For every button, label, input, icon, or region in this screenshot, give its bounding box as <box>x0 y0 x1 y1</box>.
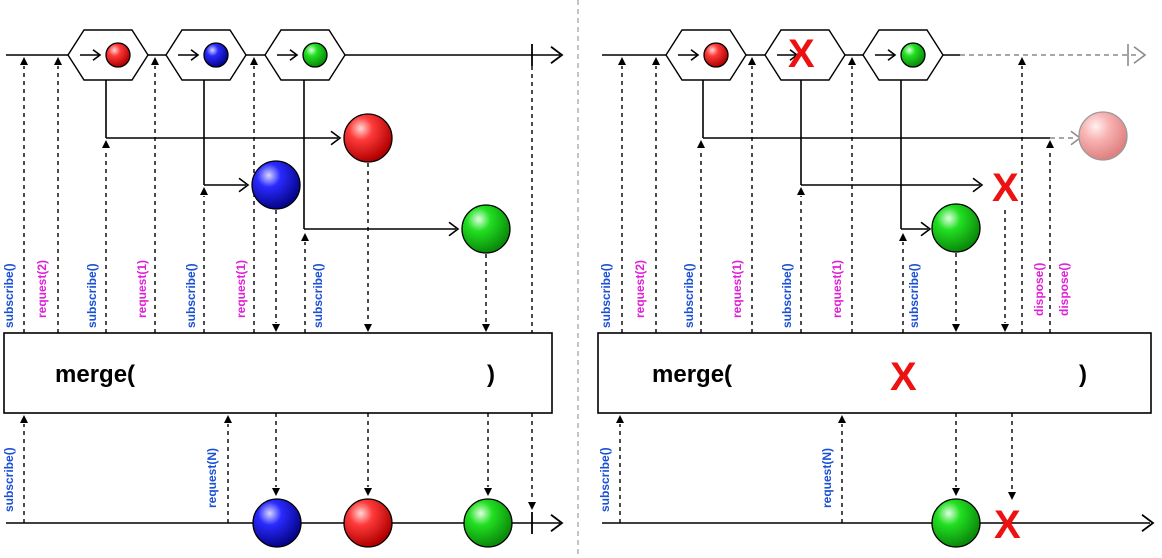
right-branch-green-arrow <box>920 221 932 237</box>
right-top-stream-red-arrow <box>690 49 700 61</box>
left-top-request-3-arrow <box>250 57 258 65</box>
right-merge-box <box>597 332 1152 414</box>
right-top-label-3: subscribe() <box>682 263 696 328</box>
right-top-label-6: request(1) <box>830 260 844 318</box>
left-top-label-5: subscribe() <box>184 263 198 328</box>
right-merge-close: ) <box>1079 361 1087 388</box>
right-top-label-1: subscribe() <box>599 263 613 328</box>
left-merge-box <box>3 332 553 414</box>
left-bottom-subscribe-arrow <box>20 415 28 423</box>
left-branch-request-blue-arrow <box>200 187 208 195</box>
right-top-label-2: request(2) <box>633 260 647 318</box>
right-merge-error-mark: X <box>890 355 917 399</box>
left-branch-red-arrow <box>330 130 342 146</box>
right-out-emit-error-arrow <box>1008 492 1016 500</box>
left-output-timeline-arrow <box>550 514 564 532</box>
right-merge-label: merge( <box>652 361 732 388</box>
left-merge-close: ) <box>487 361 495 388</box>
right-top-label-9: dispose() <box>1057 263 1071 316</box>
left-branch-request-red-arrow <box>102 140 110 148</box>
left-top-label-2: request(2) <box>35 260 49 318</box>
left-bottom-request-arrow <box>224 415 232 423</box>
left-bottom-label-1: subscribe() <box>2 447 16 512</box>
right-bottom-subscribe-arrow <box>616 415 624 423</box>
right-bottom-request-arrow <box>838 415 846 423</box>
right-top-stream-green-marble <box>900 42 926 68</box>
left-top-request-0-arrow <box>20 57 28 65</box>
left-top-request-2-arrow <box>151 57 159 65</box>
left-top-label-4: request(1) <box>135 260 149 318</box>
left-output-green-marble <box>463 498 513 548</box>
right-emit-green-arrow <box>952 324 960 332</box>
left-top-stream-blue-marble <box>203 42 229 68</box>
right-top-stream-error-hexagon <box>764 29 846 81</box>
left-out-emit-complete-arrow <box>528 502 536 510</box>
left-branch-blue-arrow <box>238 177 250 193</box>
right-output-timeline-arrow <box>1141 514 1155 532</box>
left-output-blue-marble <box>252 498 302 548</box>
right-top-stream-error-arrow <box>789 49 799 61</box>
left-emit-red-arrow <box>364 324 372 332</box>
right-bottom-label-1: subscribe() <box>598 447 612 512</box>
right-top-request-2-arrow <box>748 57 756 65</box>
left-top-label-1: subscribe() <box>2 263 16 328</box>
right-emit-error-arrow <box>1001 324 1009 332</box>
right-output-error-mark: X <box>994 503 1021 547</box>
right-top-label-4: request(1) <box>730 260 744 318</box>
left-top-stream-blue-arrow <box>190 49 200 61</box>
left-top-stream-red-arrow <box>92 49 102 61</box>
left-source-timeline-arrow <box>550 46 564 64</box>
right-top-stream-green-arrow <box>887 49 897 61</box>
right-mid-error-mark: X <box>992 166 1019 210</box>
left-branch-request-green-arrow <box>301 233 309 241</box>
right-top-error-mark: X <box>788 32 815 76</box>
left-out-emit-green-arrow <box>484 488 492 496</box>
right-branch-green-marble <box>931 203 981 253</box>
right-branch-red-faded-marble <box>1078 111 1128 161</box>
right-dispose-branch-arrow <box>1046 140 1054 148</box>
right-top-request-0-arrow <box>618 57 626 65</box>
right-bottom-label-2: request(N) <box>820 448 834 508</box>
right-top-label-5: subscribe() <box>780 263 794 328</box>
left-bottom-label-2: request(N) <box>205 448 219 508</box>
left-top-label-7: subscribe() <box>311 263 325 328</box>
diagram-static-layer <box>6 29 1155 548</box>
left-out-emit-red-arrow <box>364 488 372 496</box>
left-branch-red-marble <box>343 113 393 163</box>
right-out-emit-green-arrow <box>952 488 960 496</box>
right-top-stream-red-marble <box>703 42 729 68</box>
left-output-red-marble <box>343 498 393 548</box>
right-top-label-8: dispose() <box>1032 263 1046 316</box>
left-branch-blue-marble <box>251 160 301 210</box>
right-branch-error-arrow <box>972 177 984 193</box>
left-merge-label: merge( <box>55 361 135 388</box>
right-top-request-3-arrow <box>848 57 856 65</box>
left-branch-green-arrow <box>448 221 460 237</box>
left-top-stream-green-arrow <box>289 49 299 61</box>
left-top-stream-red-marble <box>105 42 131 68</box>
right-top-request-1-arrow <box>652 57 660 65</box>
left-emit-green-arrow <box>482 324 490 332</box>
right-output-green-marble <box>931 498 981 548</box>
left-emit-blue-arrow <box>272 324 280 332</box>
left-top-label-3: subscribe() <box>85 263 99 328</box>
right-branch-request-error-arrow <box>797 187 805 195</box>
left-out-emit-blue-arrow <box>272 488 280 496</box>
right-branch-request-green-arrow <box>899 233 907 241</box>
left-branch-green-marble <box>461 204 511 254</box>
right-branch-request-red-arrow <box>697 140 705 148</box>
left-top-label-6: request(1) <box>234 260 248 318</box>
left-top-request-1-arrow <box>54 57 62 65</box>
right-top-label-7: subscribe() <box>907 263 921 328</box>
right-source-timeline-arrow <box>1133 46 1147 64</box>
right-dispose-top-arrow <box>1018 57 1026 65</box>
left-top-stream-green-marble <box>302 42 328 68</box>
